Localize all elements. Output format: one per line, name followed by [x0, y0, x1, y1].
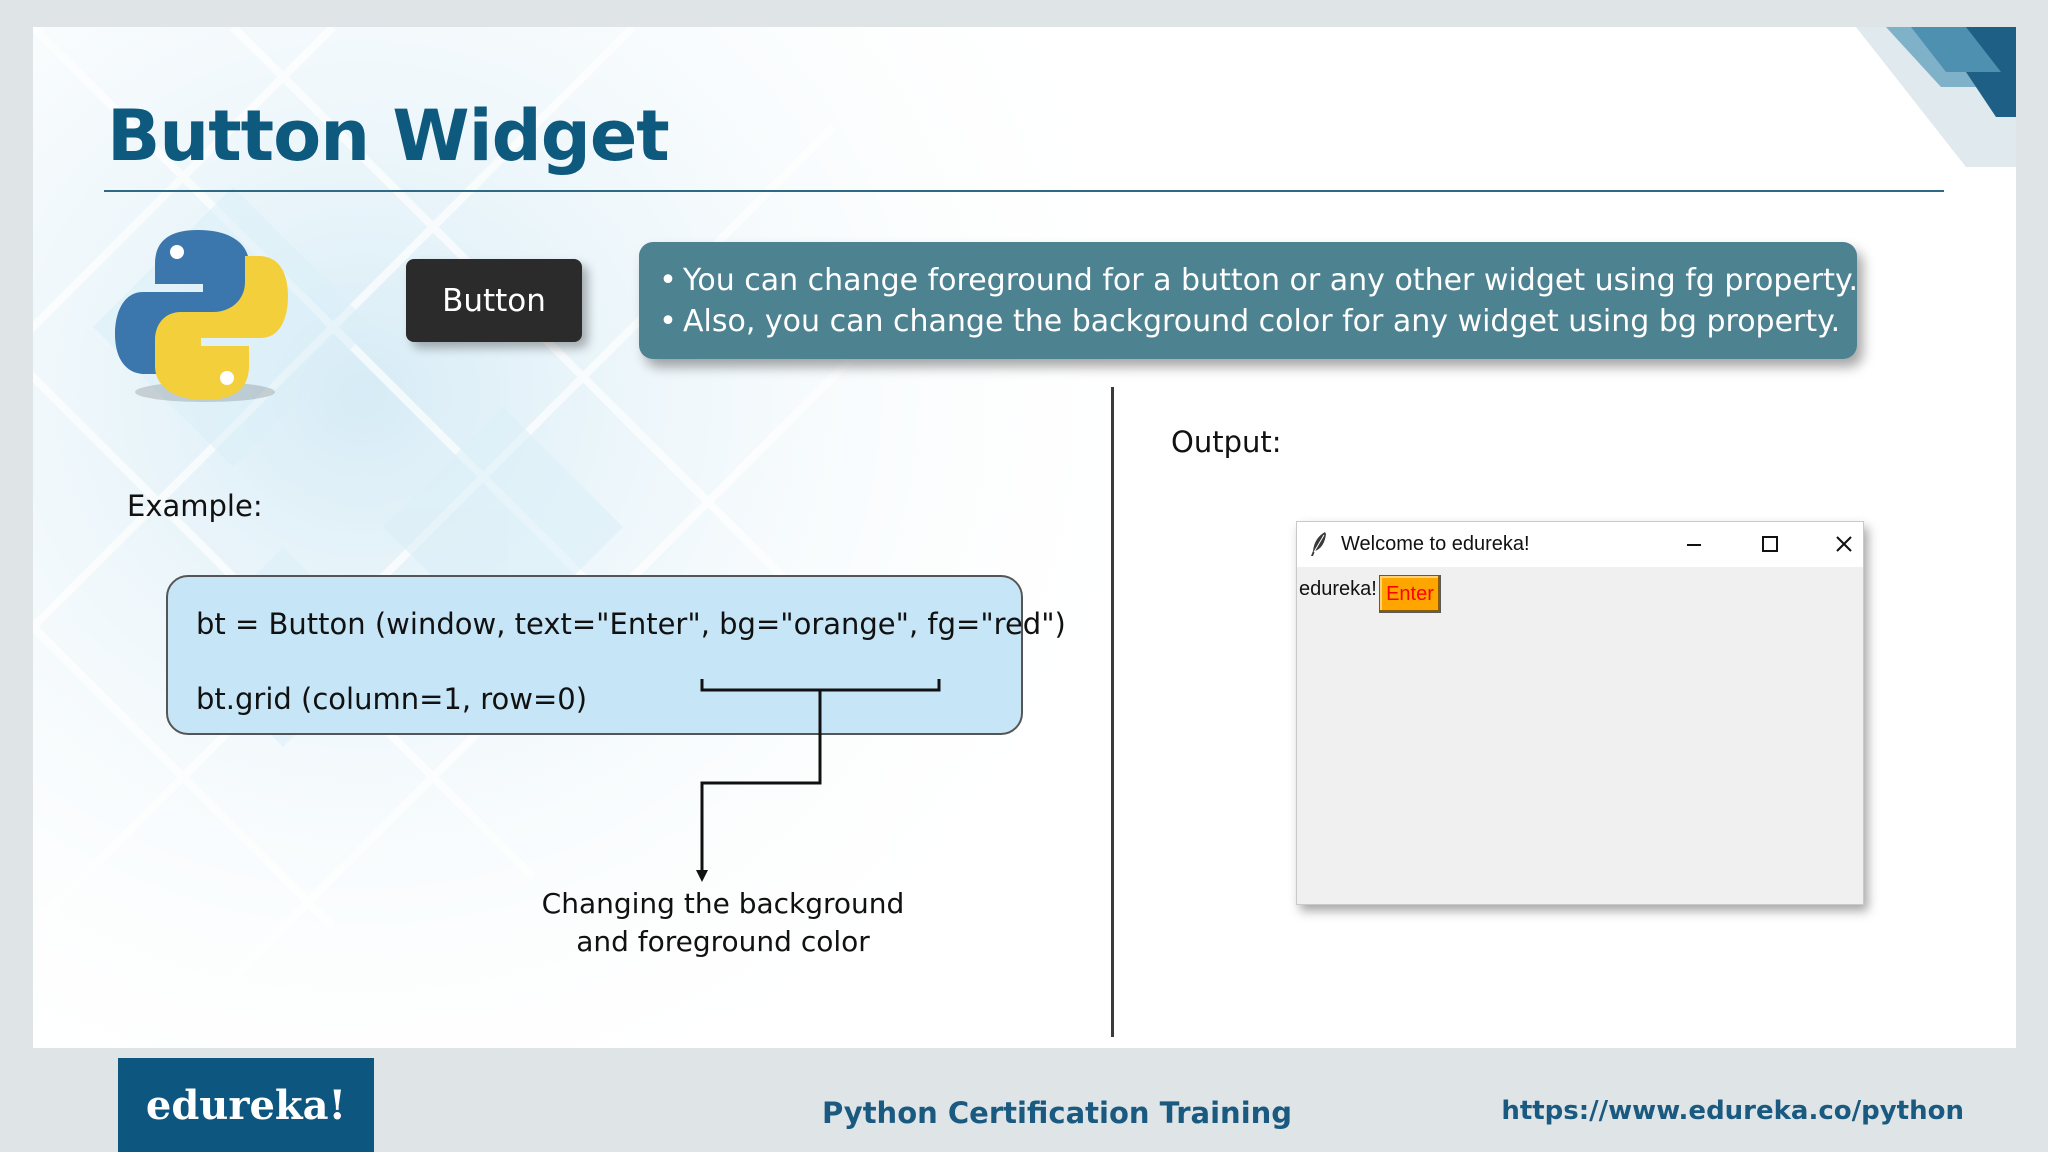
tk-enter-button[interactable]: Enter	[1379, 575, 1441, 613]
slide: Button Widget Button You can change fore…	[33, 27, 2016, 1077]
info-callout: You can change foreground for a button o…	[639, 242, 1858, 359]
code-line-button: bt = Button (window, text="Enter", bg="o…	[196, 607, 1066, 641]
python-logo-icon	[115, 230, 288, 402]
tk-titlebar[interactable]: Welcome to edureka!	[1297, 522, 1863, 567]
corner-decoration	[1856, 27, 2016, 167]
slide-title: Button Widget	[107, 95, 670, 177]
minimize-icon[interactable]	[1679, 530, 1709, 558]
example-label: Example:	[127, 489, 263, 523]
tk-output-window: Welcome to edureka! edureka! Enter	[1296, 521, 1864, 905]
bullet-fg: You can change foreground for a button o…	[653, 260, 1858, 301]
close-icon[interactable]	[1829, 530, 1859, 558]
bullet-bg: Also, you can change the background colo…	[653, 301, 1857, 342]
footer-bar: edureka! Python Certification Training h…	[0, 1048, 2048, 1152]
annotation-line-2: and foreground color	[576, 925, 870, 958]
vertical-divider	[1111, 387, 1114, 1037]
demo-button: Button	[406, 259, 582, 342]
feather-icon	[1311, 532, 1326, 556]
maximize-icon[interactable]	[1755, 530, 1785, 558]
title-underline	[104, 190, 1944, 192]
course-title: Python Certification Training	[822, 1096, 1293, 1130]
annotation-line-1: Changing the background	[541, 887, 905, 920]
tk-label-edureka: edureka!	[1299, 578, 1377, 600]
course-url-link[interactable]: https://www.edureka.co/python	[1501, 1096, 1964, 1126]
output-label: Output:	[1171, 425, 1282, 459]
annotation-caption: Changing the background and foreground c…	[473, 885, 973, 961]
code-example-box: bt = Button (window, text="Enter", bg="o…	[166, 575, 1066, 735]
code-line-grid: bt.grid (column=1, row=0)	[196, 682, 588, 716]
tk-window-title: Welcome to edureka!	[1341, 533, 1530, 555]
edureka-logo: edureka!	[118, 1058, 374, 1152]
